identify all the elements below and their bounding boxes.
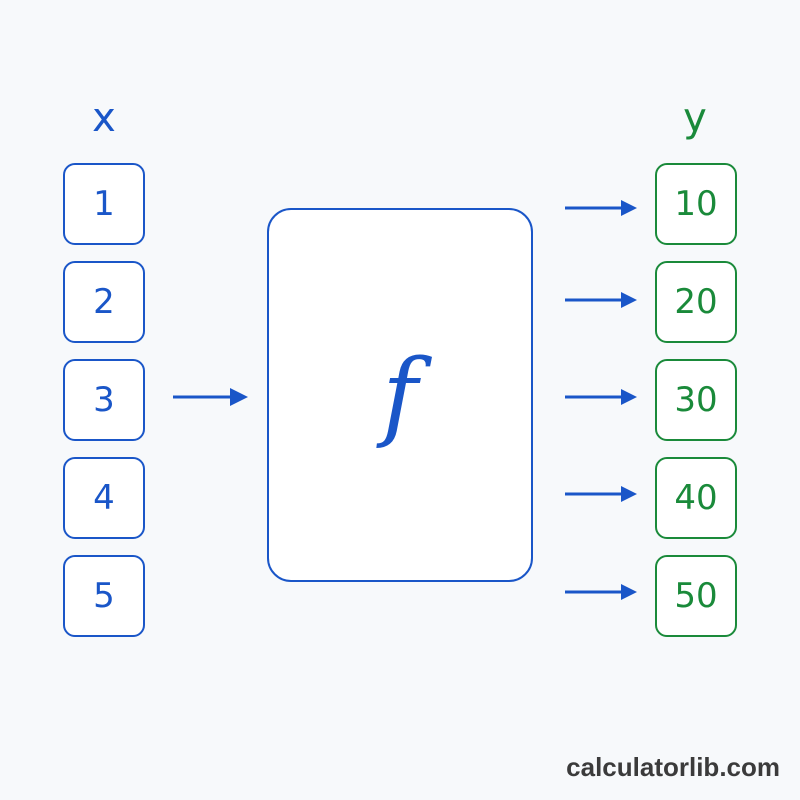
output-cell: 30 — [655, 359, 737, 441]
output-cell: 50 — [655, 555, 737, 637]
output-cell: 20 — [655, 261, 737, 343]
input-column: 1 2 3 4 5 — [63, 163, 145, 637]
output-arrow — [565, 200, 637, 216]
input-heading: x — [92, 95, 116, 141]
output-heading: y — [683, 95, 707, 141]
input-cell: 4 — [63, 457, 145, 539]
function-symbol: f — [382, 339, 418, 451]
output-cell: 10 — [655, 163, 737, 245]
output-cell: 40 — [655, 457, 737, 539]
input-cell: 5 — [63, 555, 145, 637]
input-cell: 2 — [63, 261, 145, 343]
output-column: 10 20 30 40 50 — [655, 163, 737, 637]
input-arrow — [173, 388, 248, 406]
site-watermark: calculatorlib.com — [566, 752, 780, 782]
output-arrow — [565, 584, 637, 600]
input-cell: 3 — [63, 359, 145, 441]
output-arrow — [565, 486, 637, 502]
input-cell: 1 — [63, 163, 145, 245]
output-arrow — [565, 389, 637, 405]
output-arrow — [565, 292, 637, 308]
function-box: f — [267, 208, 533, 582]
